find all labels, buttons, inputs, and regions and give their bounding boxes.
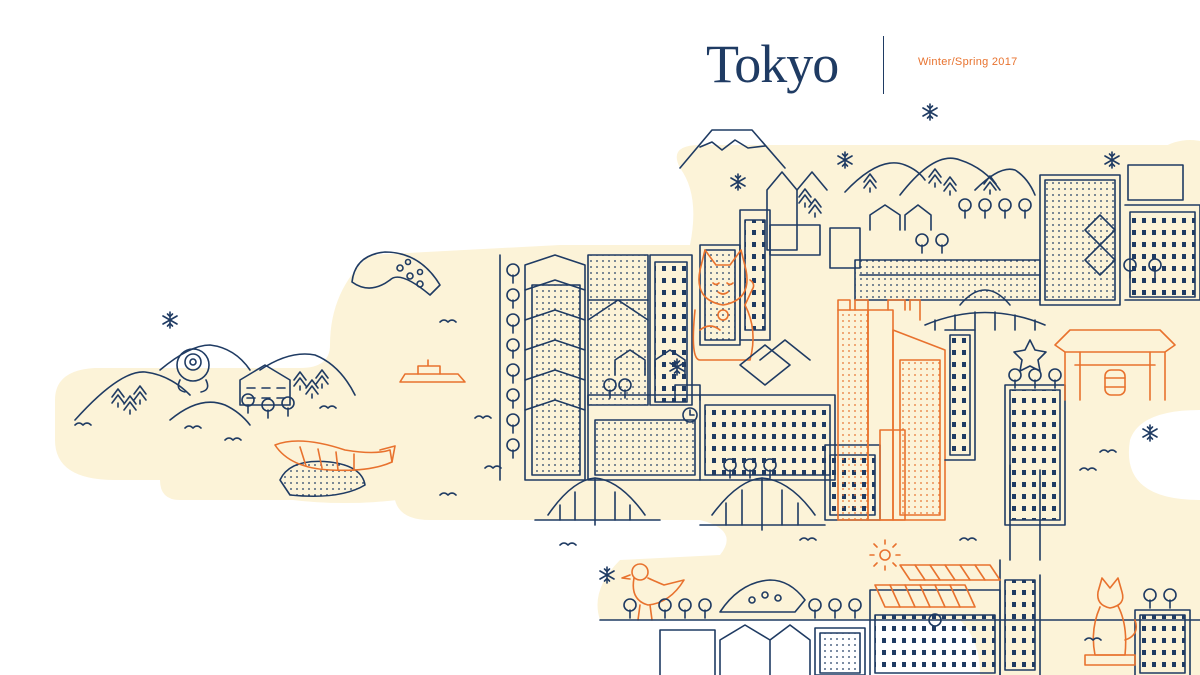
sakura-icon bbox=[1013, 339, 1047, 372]
shrimp-nigiri-icon bbox=[274, 440, 396, 498]
boat-icon bbox=[399, 359, 466, 383]
top-hills bbox=[844, 157, 1036, 219]
temple-gate-icon bbox=[1054, 329, 1176, 401]
mount-fuji-icon bbox=[679, 129, 786, 169]
bird-icon bbox=[621, 563, 685, 621]
buildings-right bbox=[944, 329, 1066, 561]
solar-roof bbox=[874, 564, 1001, 608]
bridge-icon bbox=[534, 477, 826, 531]
season-label: Winter/Spring 2017 bbox=[918, 56, 1018, 68]
tokyo-tower-icon bbox=[837, 299, 946, 521]
wave-icon bbox=[351, 251, 441, 296]
camellia-icon bbox=[176, 348, 210, 393]
dome-icon bbox=[924, 289, 1046, 331]
buildings-mid bbox=[766, 164, 1200, 306]
page-title: Tokyo bbox=[706, 34, 839, 94]
title-divider bbox=[883, 36, 884, 94]
left-hills bbox=[74, 319, 457, 496]
sun-icon bbox=[869, 539, 901, 571]
dog-icon bbox=[1084, 577, 1138, 666]
bottom-buildings bbox=[659, 559, 1191, 675]
bottom-wave bbox=[719, 579, 806, 613]
buildings-left bbox=[499, 209, 771, 481]
masthead: Tokyo Winter/Spring 2017 bbox=[700, 30, 1100, 100]
lucky-cat-icon bbox=[692, 249, 755, 361]
